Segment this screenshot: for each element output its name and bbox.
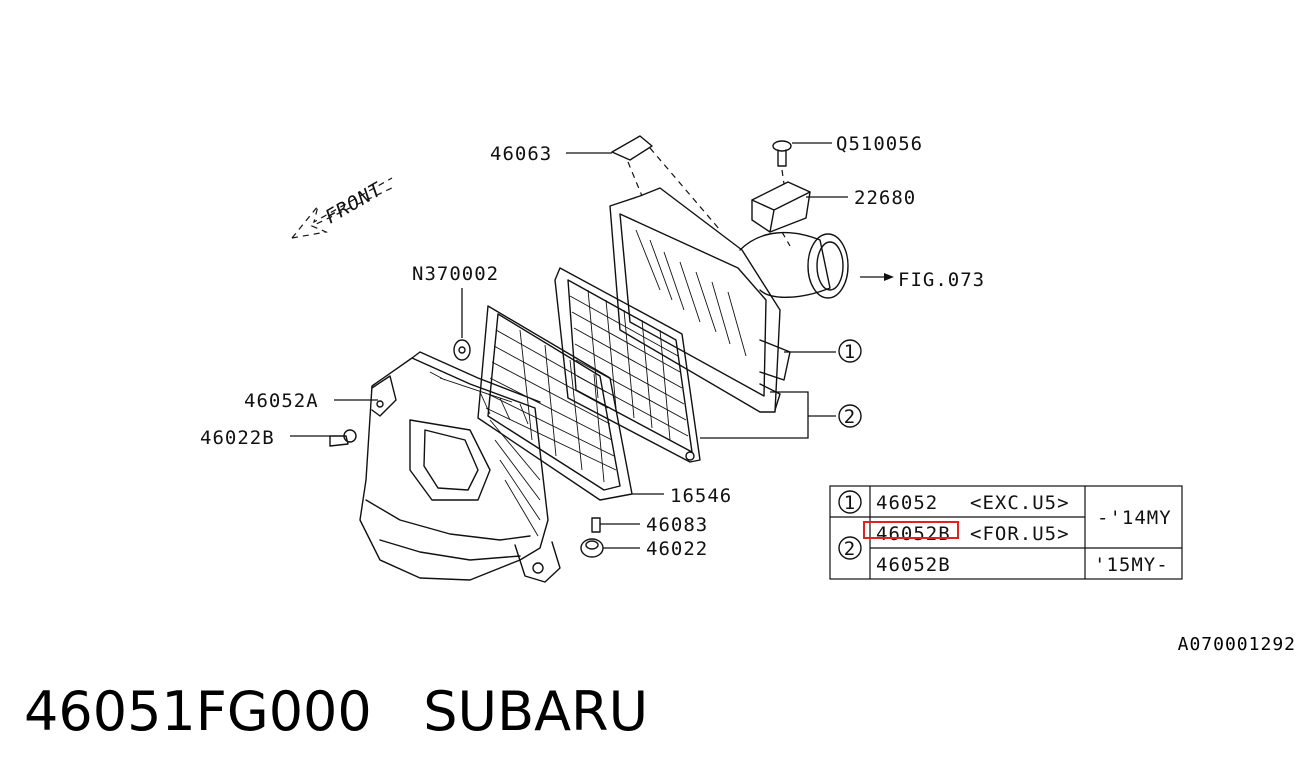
footer-title: 46051FG000 SUBARU	[24, 680, 648, 743]
bolt-46022b[interactable]	[329, 429, 357, 447]
label-46063: 46063	[490, 143, 552, 165]
leader-lines	[290, 142, 894, 549]
mass-air-flow-sensor[interactable]	[751, 181, 811, 247]
ref-2-label: 2	[844, 406, 856, 428]
ref-1-label: 1	[844, 341, 856, 363]
table-ref-circle-1: 1	[838, 490, 862, 514]
label-fig073: FIG.073	[898, 269, 985, 291]
ref-circle-2[interactable]: 2	[838, 404, 862, 428]
table-row2-part[interactable]: 46052B	[876, 523, 951, 545]
front-label: FRONT	[322, 178, 387, 228]
filter-grid-plate[interactable]	[554, 267, 701, 463]
clip-46063[interactable]	[611, 135, 721, 231]
air-filter-element[interactable]	[477, 305, 633, 501]
parts-reference-table: 1 2 46052 <EXC.U5> 46052B <FOR.U5> 46052…	[829, 485, 1183, 580]
grommet-46022[interactable]	[580, 538, 604, 558]
label-46022b: 46022B	[200, 427, 275, 449]
label-46052a: 46052A	[244, 390, 319, 412]
air-cleaner-lower-case[interactable]	[359, 351, 561, 583]
label-n370002: N370002	[412, 263, 499, 285]
grommet-n370002[interactable]	[453, 339, 471, 361]
table-ref-circle-2: 2	[838, 536, 862, 560]
label-16546: 16546	[670, 485, 732, 507]
front-arrow-icon: FRONT	[291, 177, 397, 239]
label-22680: 22680	[854, 187, 916, 209]
table-ref-1: 1	[844, 492, 856, 514]
bolt-q510056[interactable]	[772, 140, 792, 185]
table-ref-2: 2	[844, 538, 856, 560]
table-row2-note: <FOR.U5>	[970, 523, 1070, 545]
label-q510056: Q510056	[836, 133, 923, 155]
table-row1-part[interactable]: 46052	[876, 492, 938, 514]
part-number: 46051FG000	[24, 680, 372, 743]
air-cleaner-upper-cover[interactable]	[609, 187, 849, 413]
highlight-box	[863, 521, 959, 539]
pin-46083[interactable]	[591, 517, 601, 533]
table-year-range-1: -'14MY	[1097, 507, 1172, 529]
label-46083: 46083	[646, 514, 708, 536]
table-year-range-2: '15MY-	[1094, 554, 1169, 576]
table-row1-note: <EXC.U5>	[970, 492, 1070, 514]
brand-name: SUBARU	[423, 680, 649, 743]
diagram-code: A070001292	[1177, 634, 1296, 655]
ref-circle-1[interactable]: 1	[838, 339, 862, 363]
table-row3-part[interactable]: 46052B	[876, 554, 951, 576]
label-46022: 46022	[646, 538, 708, 560]
